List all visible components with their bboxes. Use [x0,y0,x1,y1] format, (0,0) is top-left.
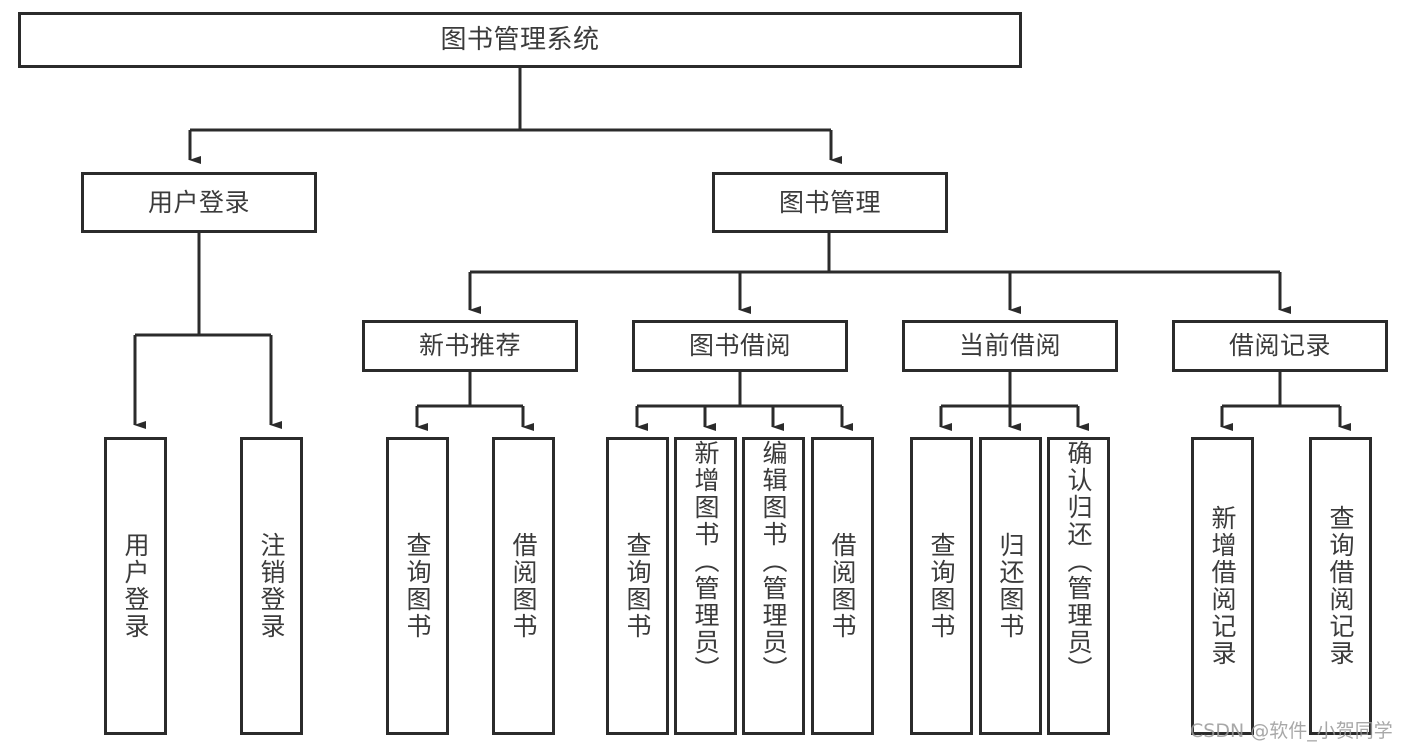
node-new-book-recommend-label: 新书推荐 [418,331,521,361]
leaf-query-book-1-label: 查询图书 [403,532,432,640]
leaf-query-record[interactable]: 查询借阅记录 [1309,437,1372,735]
leaf-add-record-label: 新增借阅记录 [1208,505,1237,667]
leaf-borrow-book-1-label: 借阅图书 [509,532,538,640]
node-borrow-record[interactable]: 借阅记录 [1172,320,1388,372]
node-book-manage-label: 图书管理 [778,187,881,217]
node-new-book-recommend[interactable]: 新书推荐 [362,320,578,372]
node-current-borrow-label: 当前借阅 [958,331,1061,361]
leaf-edit-book[interactable]: 编辑图书（管理员） [742,437,805,735]
leaf-user-login[interactable]: 用户登录 [104,437,167,735]
node-book-manage[interactable]: 图书管理 [712,172,948,233]
leaf-query-book-3-label: 查询图书 [927,532,956,640]
leaf-user-login-label: 用户登录 [121,532,150,640]
leaf-query-book-2[interactable]: 查询图书 [606,437,669,735]
node-book-borrow-label: 图书借阅 [688,331,791,361]
node-current-borrow[interactable]: 当前借阅 [902,320,1118,372]
leaf-add-book[interactable]: 新增图书（管理员） [674,437,737,735]
node-user-login[interactable]: 用户登录 [81,172,317,233]
node-root-label: 图书管理系统 [440,24,600,55]
leaf-edit-book-label: 编辑图书（管理员） [759,440,788,683]
leaf-add-book-label: 新增图书（管理员） [691,440,720,683]
leaf-return-book[interactable]: 归还图书 [979,437,1042,735]
node-book-borrow[interactable]: 图书借阅 [632,320,848,372]
node-root[interactable]: 图书管理系统 [18,12,1022,68]
leaf-query-record-label: 查询借阅记录 [1326,505,1355,667]
leaf-add-record[interactable]: 新增借阅记录 [1191,437,1254,735]
leaf-borrow-book-1[interactable]: 借阅图书 [492,437,555,735]
node-user-login-label: 用户登录 [147,187,250,217]
leaf-query-book-3[interactable]: 查询图书 [910,437,973,735]
leaf-borrow-book-2[interactable]: 借阅图书 [811,437,874,735]
node-borrow-record-label: 借阅记录 [1228,331,1331,361]
csdn-watermark: CSDN @软件_小贺同学 [1190,720,1393,742]
leaf-user-logout[interactable]: 注销登录 [240,437,303,735]
leaf-borrow-book-2-label: 借阅图书 [828,532,857,640]
leaf-query-book-1[interactable]: 查询图书 [386,437,449,735]
leaf-confirm-return-label: 确认归还（管理员） [1064,440,1093,683]
leaf-return-book-label: 归还图书 [996,532,1025,640]
leaf-user-logout-label: 注销登录 [257,532,286,640]
leaf-confirm-return[interactable]: 确认归还（管理员） [1047,437,1110,735]
leaf-query-book-2-label: 查询图书 [623,532,652,640]
